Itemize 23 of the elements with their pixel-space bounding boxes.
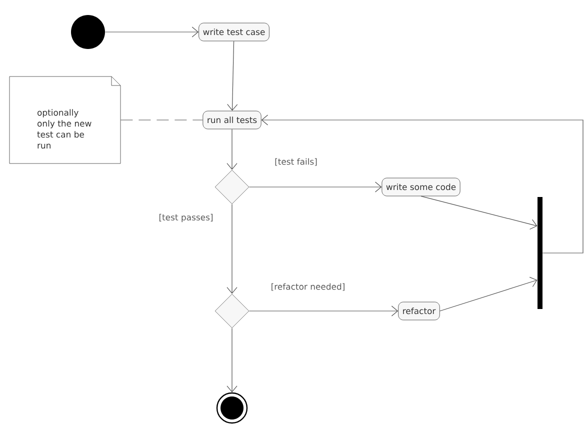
arrow [227,40,238,111]
end-circle [216,392,248,424]
start-circle [71,15,105,49]
arrow [226,204,238,294]
edge-label: [test passes] [158,212,214,224]
arrow [226,328,238,392]
decision-diamond [214,294,250,328]
arrow [226,128,238,170]
arrow [420,196,538,230]
action-box: run all tests [202,110,262,130]
note: optionally only the new test can be run [9,76,121,164]
arrow [248,306,398,316]
arrow [440,276,538,312]
decision-diamond [214,170,250,204]
fork-bar [538,197,542,309]
arrow [261,114,584,254]
action-box: write test case [198,22,270,42]
arrow [248,182,382,192]
action-box: refactor [398,302,440,320]
edge-label: [test fails] [274,157,318,167]
action-box: write some code [382,178,460,196]
arrow [104,26,199,38]
edge-label: [refactor needed] [270,282,346,292]
